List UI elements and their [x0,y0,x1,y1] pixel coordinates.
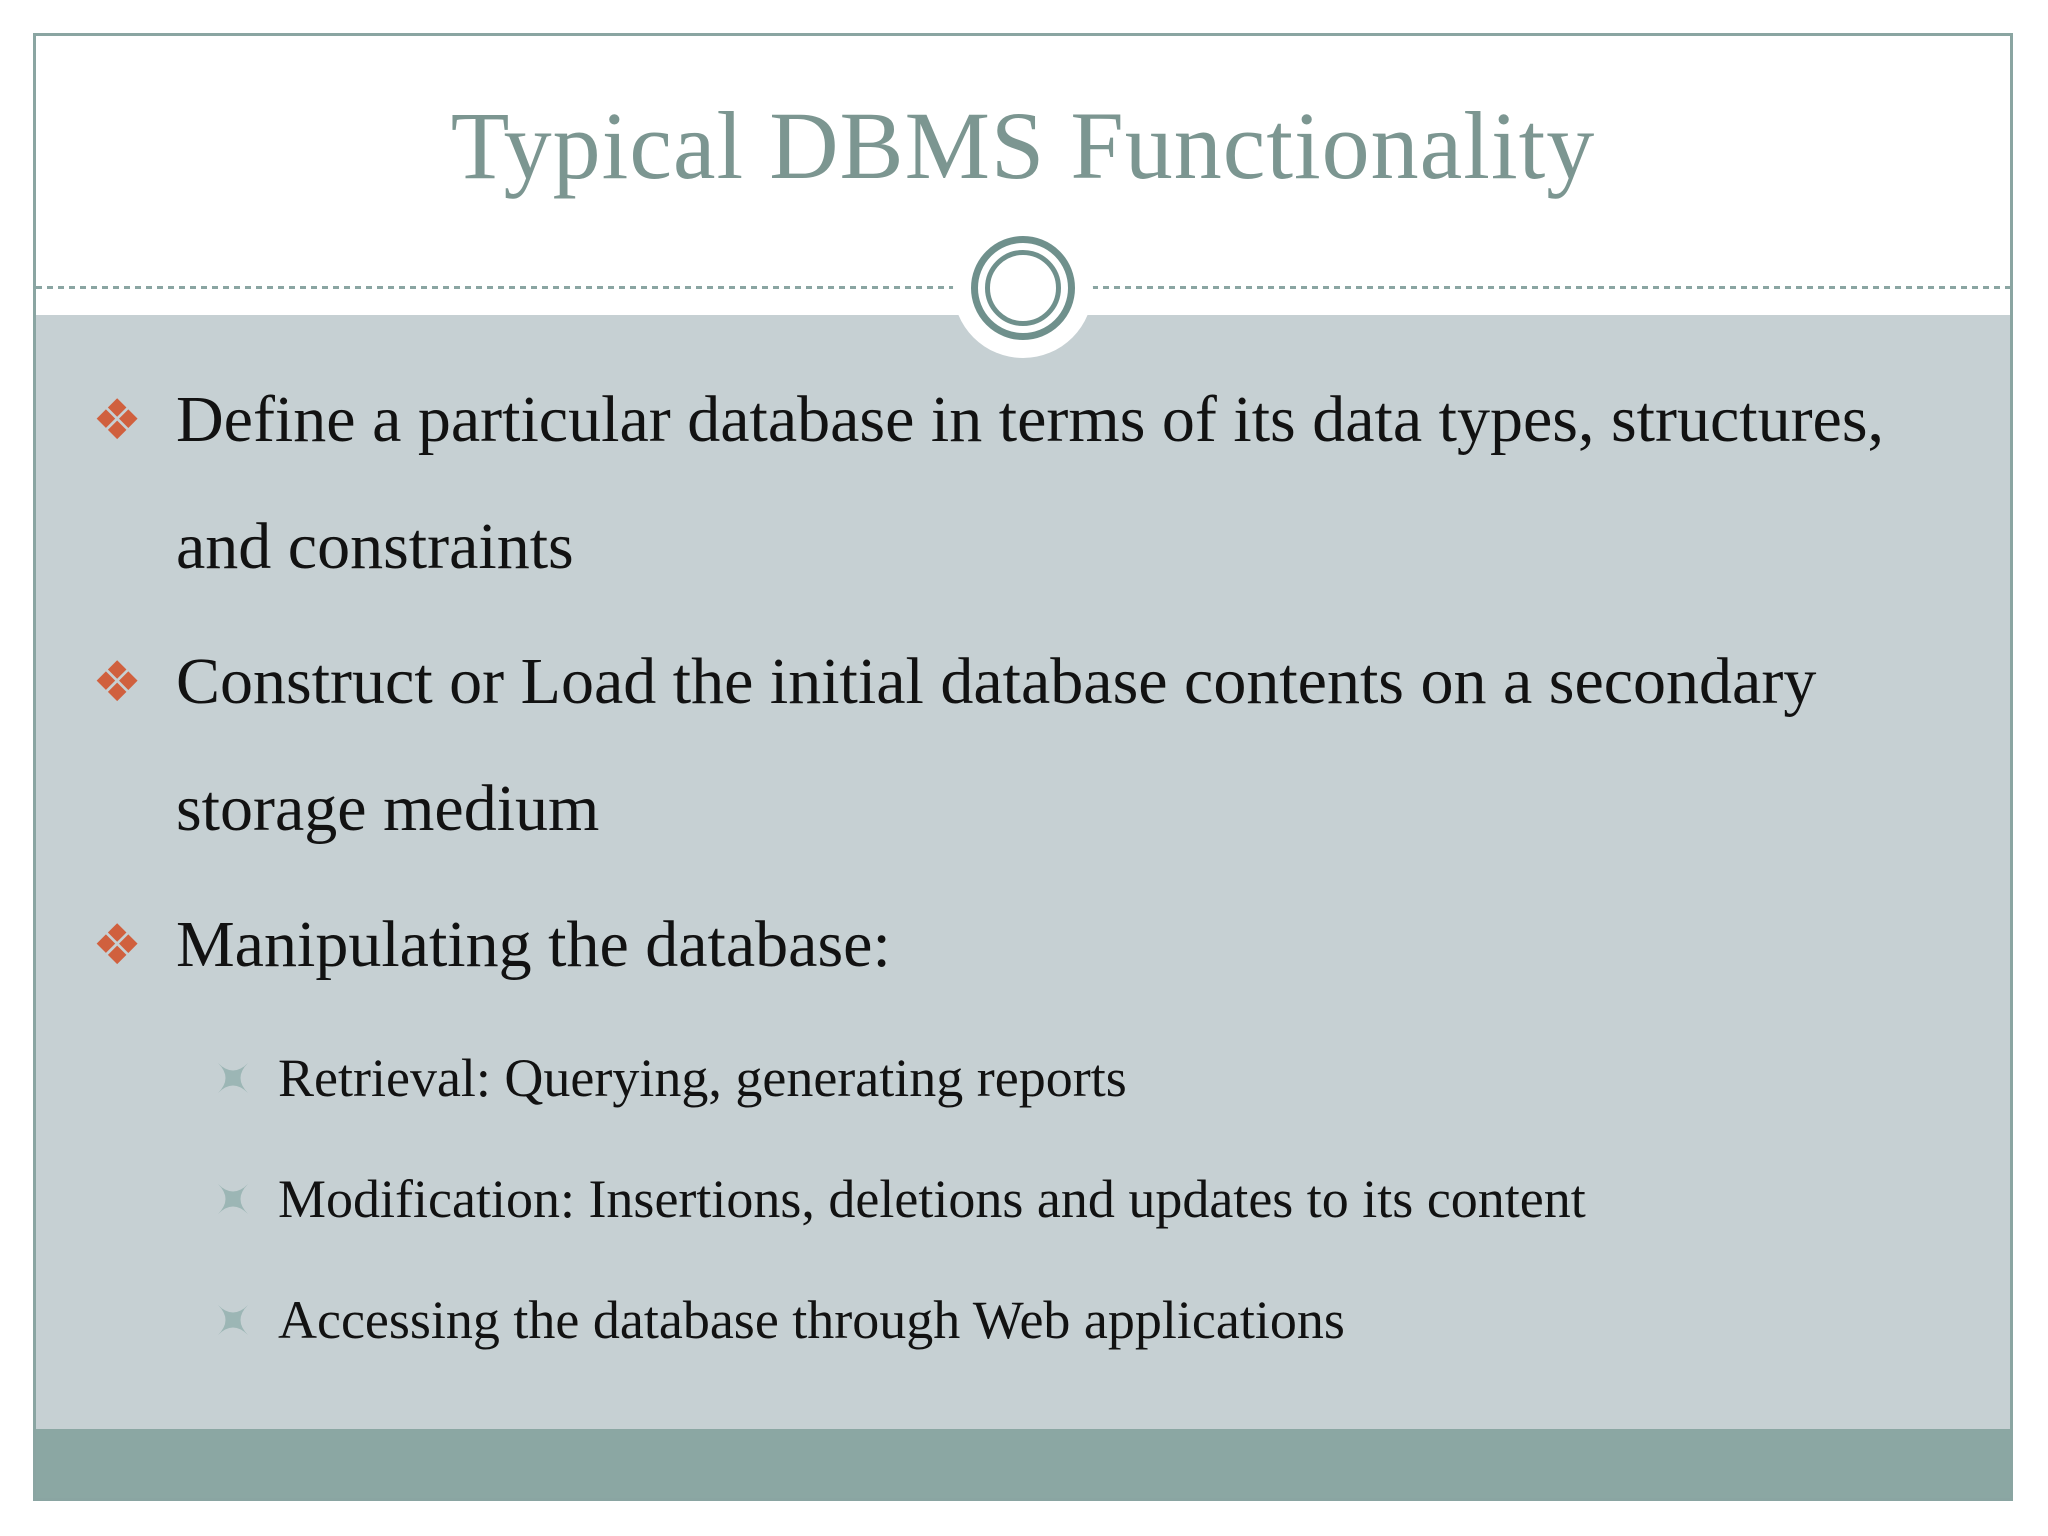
inner-ring [985,250,1061,326]
slide-title: Typical DBMS Functionality [450,92,1596,199]
concave-star-icon [218,1018,278,1139]
sub-bullet-text: Retrieval: Querying, generating reports [278,1047,1127,1108]
four-diamonds-icon: ❖ [92,912,143,978]
sub-bullet-item: Retrieval: Querying, generating reports [218,1018,1970,1139]
sub-bullet-list: Retrieval: Querying, generating reports … [218,1018,1970,1381]
footer-bar [36,1429,2010,1498]
sub-bullet-item: Modification: Insertions, deletions and … [218,1139,1970,1260]
slide-frame: Typical DBMS Functionality ❖ Define a pa… [33,33,2013,1501]
bullet-text: Manipulating the database: [176,907,891,981]
bullet-text: Construct or Load the initial database c… [176,645,1817,846]
sub-bullet-item: Accessing the database through Web appli… [218,1260,1970,1381]
sub-bullet-text: Accessing the database through Web appli… [278,1289,1345,1350]
sub-bullet-text: Modification: Insertions, deletions and … [278,1168,1586,1229]
bullet-item: ❖ Manipulating the database: [92,882,1970,1009]
bullet-text: Define a particular database in terms of… [176,383,1885,583]
concave-star-icon [218,1139,278,1260]
four-diamonds-icon: ❖ [92,388,143,453]
double-ring-circle-icon [971,236,1075,340]
bullet-item: ❖ Define a particular database in terms … [92,357,1970,610]
four-diamonds-icon: ❖ [92,650,143,716]
concave-star-icon [218,1260,278,1381]
slide-body: ❖ Define a particular database in terms … [36,315,2010,1432]
bullet-item: ❖ Construct or Load the initial database… [92,619,1970,872]
